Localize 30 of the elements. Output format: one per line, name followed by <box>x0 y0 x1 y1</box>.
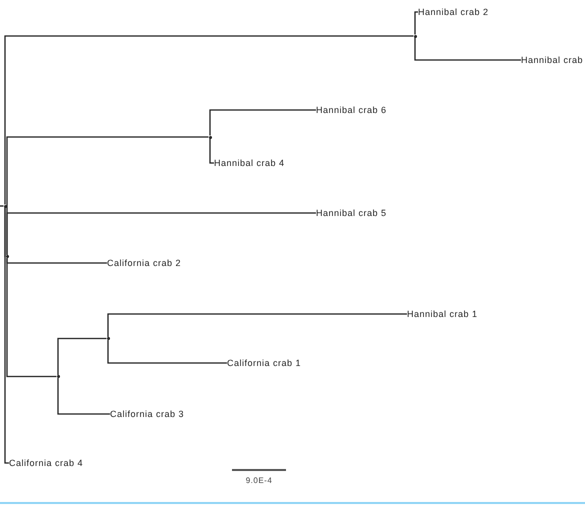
scale-label: 9.0E-4 <box>246 476 272 486</box>
branch-line <box>209 109 316 136</box>
branch-node <box>4 204 6 208</box>
branch-node <box>208 136 212 138</box>
branch-line <box>107 340 227 364</box>
leaf-label: California crab 2 <box>107 257 182 269</box>
leaf-label: Hannibal crab 1 <box>407 308 478 320</box>
branch-line <box>6 212 316 255</box>
branch-line <box>0 205 4 207</box>
branch-line <box>6 258 56 378</box>
branch-line <box>57 338 106 375</box>
branch-node <box>414 34 416 38</box>
branch-line <box>209 138 214 164</box>
branch-line <box>4 208 9 464</box>
leaf-label: California crab 4 <box>9 457 84 469</box>
leaf-label: Hannibal crab <box>521 54 584 66</box>
leaf-label: Hannibal crab 4 <box>214 157 285 169</box>
branch-line <box>414 11 418 34</box>
leaf-label: California crab 1 <box>227 357 302 369</box>
branch-line <box>414 38 521 61</box>
branch-line <box>107 313 407 337</box>
leaf-label: California crab 3 <box>110 408 184 420</box>
branch-node <box>6 255 8 258</box>
leaf-label: Hannibal crab 5 <box>316 207 387 219</box>
branch-node <box>56 375 60 378</box>
branch-node <box>106 337 110 340</box>
branch-line <box>4 35 414 204</box>
leaf-label: Hannibal crab 6 <box>316 104 387 116</box>
leaf-label: Hannibal crab 2 <box>418 6 489 18</box>
branch-line <box>57 378 110 415</box>
